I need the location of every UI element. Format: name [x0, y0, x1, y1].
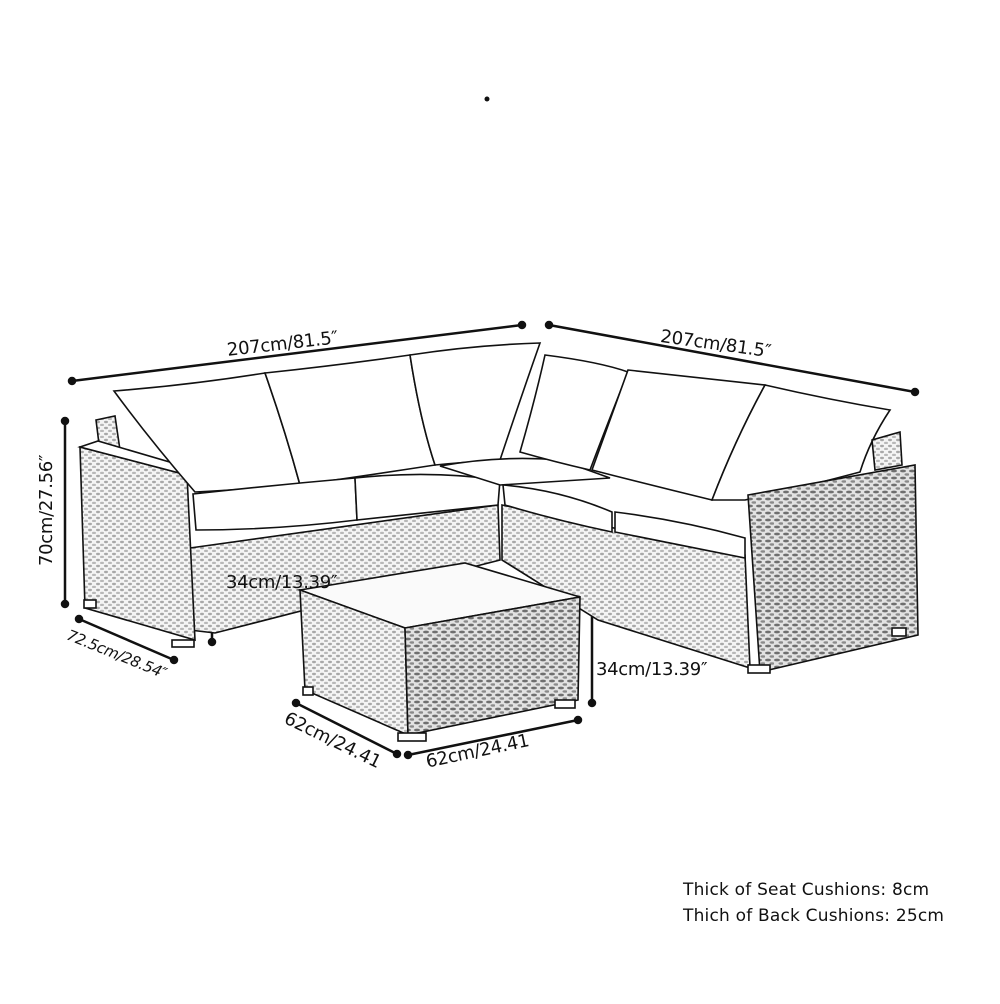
coffee-table: [296, 562, 581, 742]
left-sofa: [77, 342, 542, 648]
back-cushion-thickness-note: Thich of Back Cushions: 25cm: [683, 906, 945, 926]
right-sofa: [439, 354, 919, 674]
table-height-label: 34cm/13.39″: [596, 659, 708, 680]
stray-dot: [484, 96, 490, 102]
seat-height-label: 34cm/13.39″: [226, 572, 338, 593]
sofa-height-label: 70cm/27.56″: [36, 454, 57, 566]
seat-cushion-thickness-note: Thick of Seat Cushions: 8cm: [683, 880, 930, 900]
